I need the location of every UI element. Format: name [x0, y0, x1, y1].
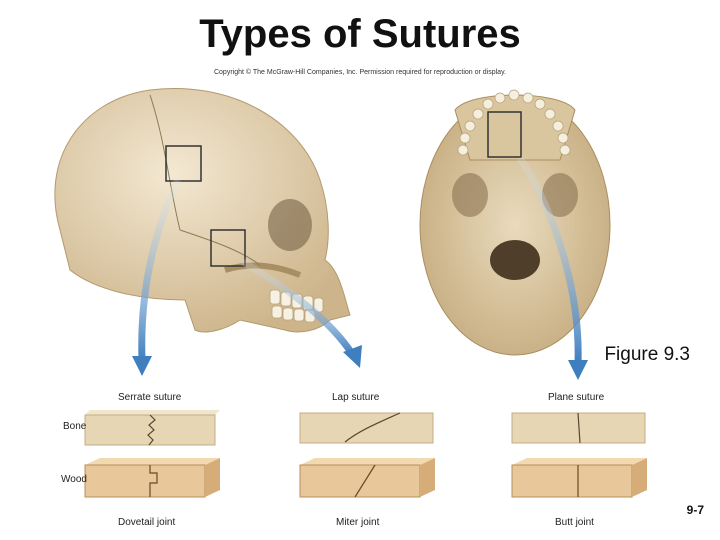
wood-block-dovetail: [85, 458, 220, 497]
wood-block-miter: [300, 458, 435, 497]
lateral-skull-illustration: [55, 88, 350, 331]
plane-suture-label: Plane suture: [548, 392, 604, 403]
bone-block-lap: [300, 413, 433, 443]
dovetail-joint-label: Dovetail joint: [118, 517, 175, 528]
copyright-notice: Copyright © The McGraw-Hill Companies, I…: [0, 69, 720, 76]
butt-joint-label: Butt joint: [555, 517, 594, 528]
miter-joint-label: Miter joint: [336, 517, 379, 528]
wood-row-label: Wood: [61, 474, 87, 485]
bone-block-serrate: [85, 410, 220, 445]
serrate-suture-label: Serrate suture: [118, 392, 181, 403]
page-number: 9-7: [687, 503, 704, 517]
wood-block-butt: [512, 458, 647, 497]
bone-row-label: Bone: [63, 421, 86, 432]
bone-block-plane: [512, 413, 645, 443]
inferior-skull-illustration: [420, 90, 610, 355]
lap-suture-label: Lap suture: [332, 392, 379, 403]
page-title: Types of Sutures: [0, 12, 720, 57]
figure-label: Figure 9.3: [604, 344, 690, 366]
